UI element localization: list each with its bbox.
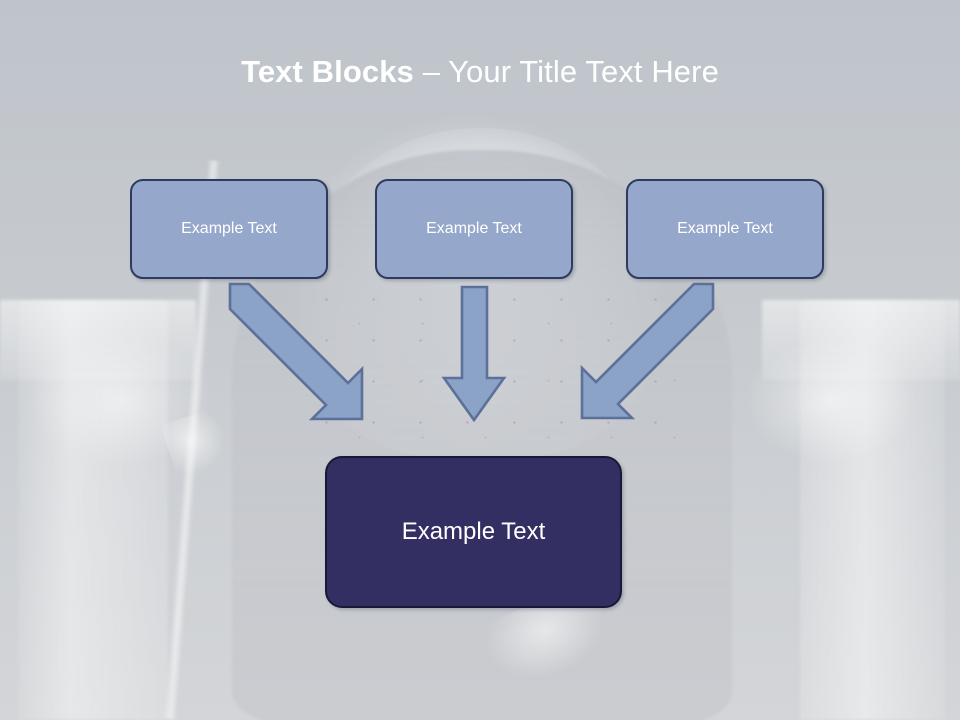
result-text-block-label: Example Text <box>401 518 546 545</box>
page-title: Text Blocks – Your Title Text Here <box>0 52 960 92</box>
background-skeletal-hand-upper <box>160 407 234 481</box>
page-title-rest: – Your Title Text Here <box>422 54 719 89</box>
result-text-block[interactable]: Example Text <box>325 456 622 608</box>
background-speckles <box>300 270 680 440</box>
text-block-1-label: Example Text <box>181 220 277 237</box>
background-column-right-capital <box>762 300 960 380</box>
text-block-2[interactable]: Example Text <box>375 179 573 279</box>
background-column-left-capital <box>0 300 196 380</box>
text-block-3[interactable]: Example Text <box>626 179 824 279</box>
text-block-1[interactable]: Example Text <box>130 179 328 279</box>
text-block-2-label: Example Text <box>426 220 522 237</box>
text-block-3-label: Example Text <box>677 220 773 237</box>
header-band <box>0 0 960 190</box>
page-title-strong: Text Blocks <box>241 54 423 89</box>
